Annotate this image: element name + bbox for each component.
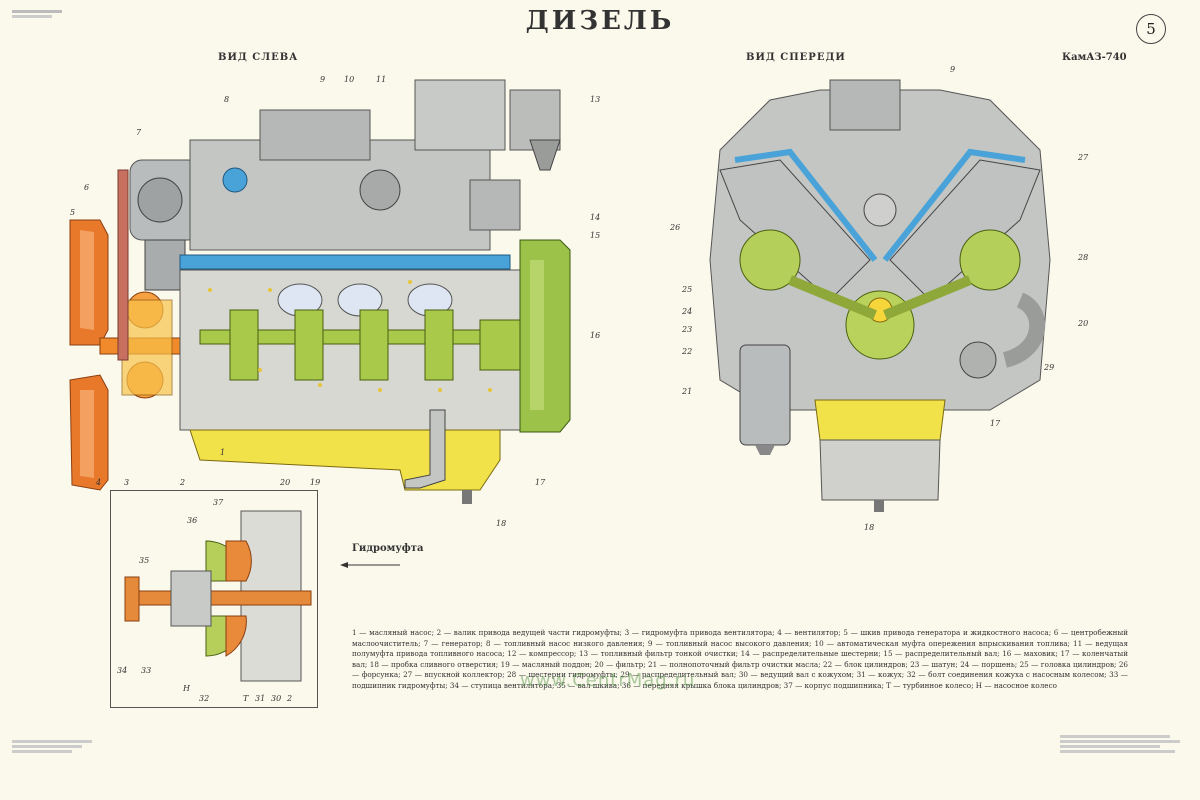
front-callout-27: 27	[1077, 153, 1089, 162]
callout-16: 16	[590, 331, 600, 340]
inset-callout-34: 34	[117, 666, 127, 675]
callout-12: 12	[508, 60, 518, 62]
model-label: КамАЗ-740	[1062, 52, 1127, 63]
front-callout-23: 23	[681, 325, 692, 334]
callout-17: 17	[535, 478, 546, 487]
front-callout-21: 21	[681, 387, 692, 396]
front-callout-22: 22	[681, 347, 692, 356]
front-callout-24: 24	[681, 307, 692, 316]
front-callout-28: 28	[1077, 253, 1088, 262]
callout-8: 8	[224, 95, 229, 104]
front-callout-20: 20	[1077, 319, 1088, 328]
fluid-coupling-detail-inset: 37 36 35 34 33 32 Т 31 30 2 Н	[110, 490, 318, 708]
engine-left-view-diagram: 1 2 3 4 5 6 7 8 9 10 11 12 13 14 15 16 1…	[69, 60, 600, 528]
callout-4: 4	[95, 478, 101, 487]
sheet-number-badge: 5	[1136, 14, 1166, 44]
left-view-callouts: 1 2 3 4 5 6 7 8 9 10 11 12 13 14 15 16 1…	[70, 60, 600, 528]
callout-7: 7	[136, 128, 142, 137]
callout-15: 15	[590, 231, 600, 240]
flywheel	[519, 239, 571, 433]
fan	[69, 219, 109, 491]
front-callout-25: 25	[681, 285, 692, 294]
front-oil-pan	[814, 399, 946, 512]
callout-10: 10	[344, 75, 354, 84]
oil-pan	[189, 409, 501, 504]
inset-callout-30: 30	[271, 694, 281, 703]
inset-callout-35: 35	[139, 556, 149, 565]
engine-upper-body	[189, 79, 561, 251]
legend-text: 1 — масляный насос; 2 — валик привода ве…	[352, 628, 1128, 690]
callout-18: 18	[496, 519, 506, 528]
inset-callout-t: Т	[243, 694, 249, 703]
front-view-label: ВИД СПЕРЕДИ	[746, 52, 846, 63]
front-engine-block	[709, 79, 1051, 411]
inset-callout-37: 37	[213, 498, 224, 507]
watermark: www.CentrMag.ru	[520, 670, 696, 691]
front-callout-9: 9	[950, 65, 955, 74]
engine-front-view-diagram: 12 9 27 26 28 25 24 23 22 21 20 29 17 18	[669, 65, 1089, 532]
inset-callout-n: Н	[182, 684, 191, 693]
coupling-arrow-icon	[340, 562, 400, 568]
front-callout-18: 18	[864, 523, 874, 532]
bottom-right-fineprint	[1060, 735, 1180, 753]
callout-1: 1	[220, 448, 225, 457]
callout-20: 20	[279, 478, 290, 487]
inset-callout-36: 36	[187, 516, 197, 525]
front-callout-29: 29	[1043, 363, 1054, 372]
inset-callout-32: 32	[199, 694, 209, 703]
callout-11: 11	[376, 75, 386, 84]
front-view-callouts: 12 9 27 26 28 25 24 23 22 21 20 29 17 18	[669, 65, 1089, 532]
callout-3: 3	[124, 478, 129, 487]
callout-9: 9	[320, 75, 325, 84]
page-title: ДИЗЕЛЬ	[525, 6, 675, 36]
bottom-left-fineprint	[12, 740, 102, 753]
callout-2: 2	[179, 478, 185, 487]
fluid-coupling	[99, 291, 221, 399]
inset-callout-31: 31	[255, 694, 265, 703]
callout-6: 6	[84, 183, 89, 192]
left-view-label: ВИД СЛЕВА	[218, 52, 299, 63]
inset-callout-33: 33	[141, 666, 151, 675]
oil-filter	[739, 344, 791, 455]
generator	[129, 159, 201, 291]
callout-19: 19	[310, 478, 320, 487]
crankcase	[179, 269, 521, 431]
front-callout-26: 26	[669, 223, 680, 232]
inset-callout-2: 2	[286, 694, 292, 703]
front-callout-17: 17	[990, 419, 1001, 428]
callout-13: 13	[590, 95, 600, 104]
coupling-detail-drawing: 37 36 35 34 33 32 Т 31 30 2 Н	[117, 498, 312, 703]
callout-5: 5	[70, 208, 75, 217]
inset-callouts: 37 36 35 34 33 32 Т 31 30 2 Н	[117, 498, 292, 703]
callout-14: 14	[590, 213, 600, 222]
coupling-title: Гидромуфта	[352, 543, 424, 554]
top-left-fineprint	[12, 10, 72, 18]
